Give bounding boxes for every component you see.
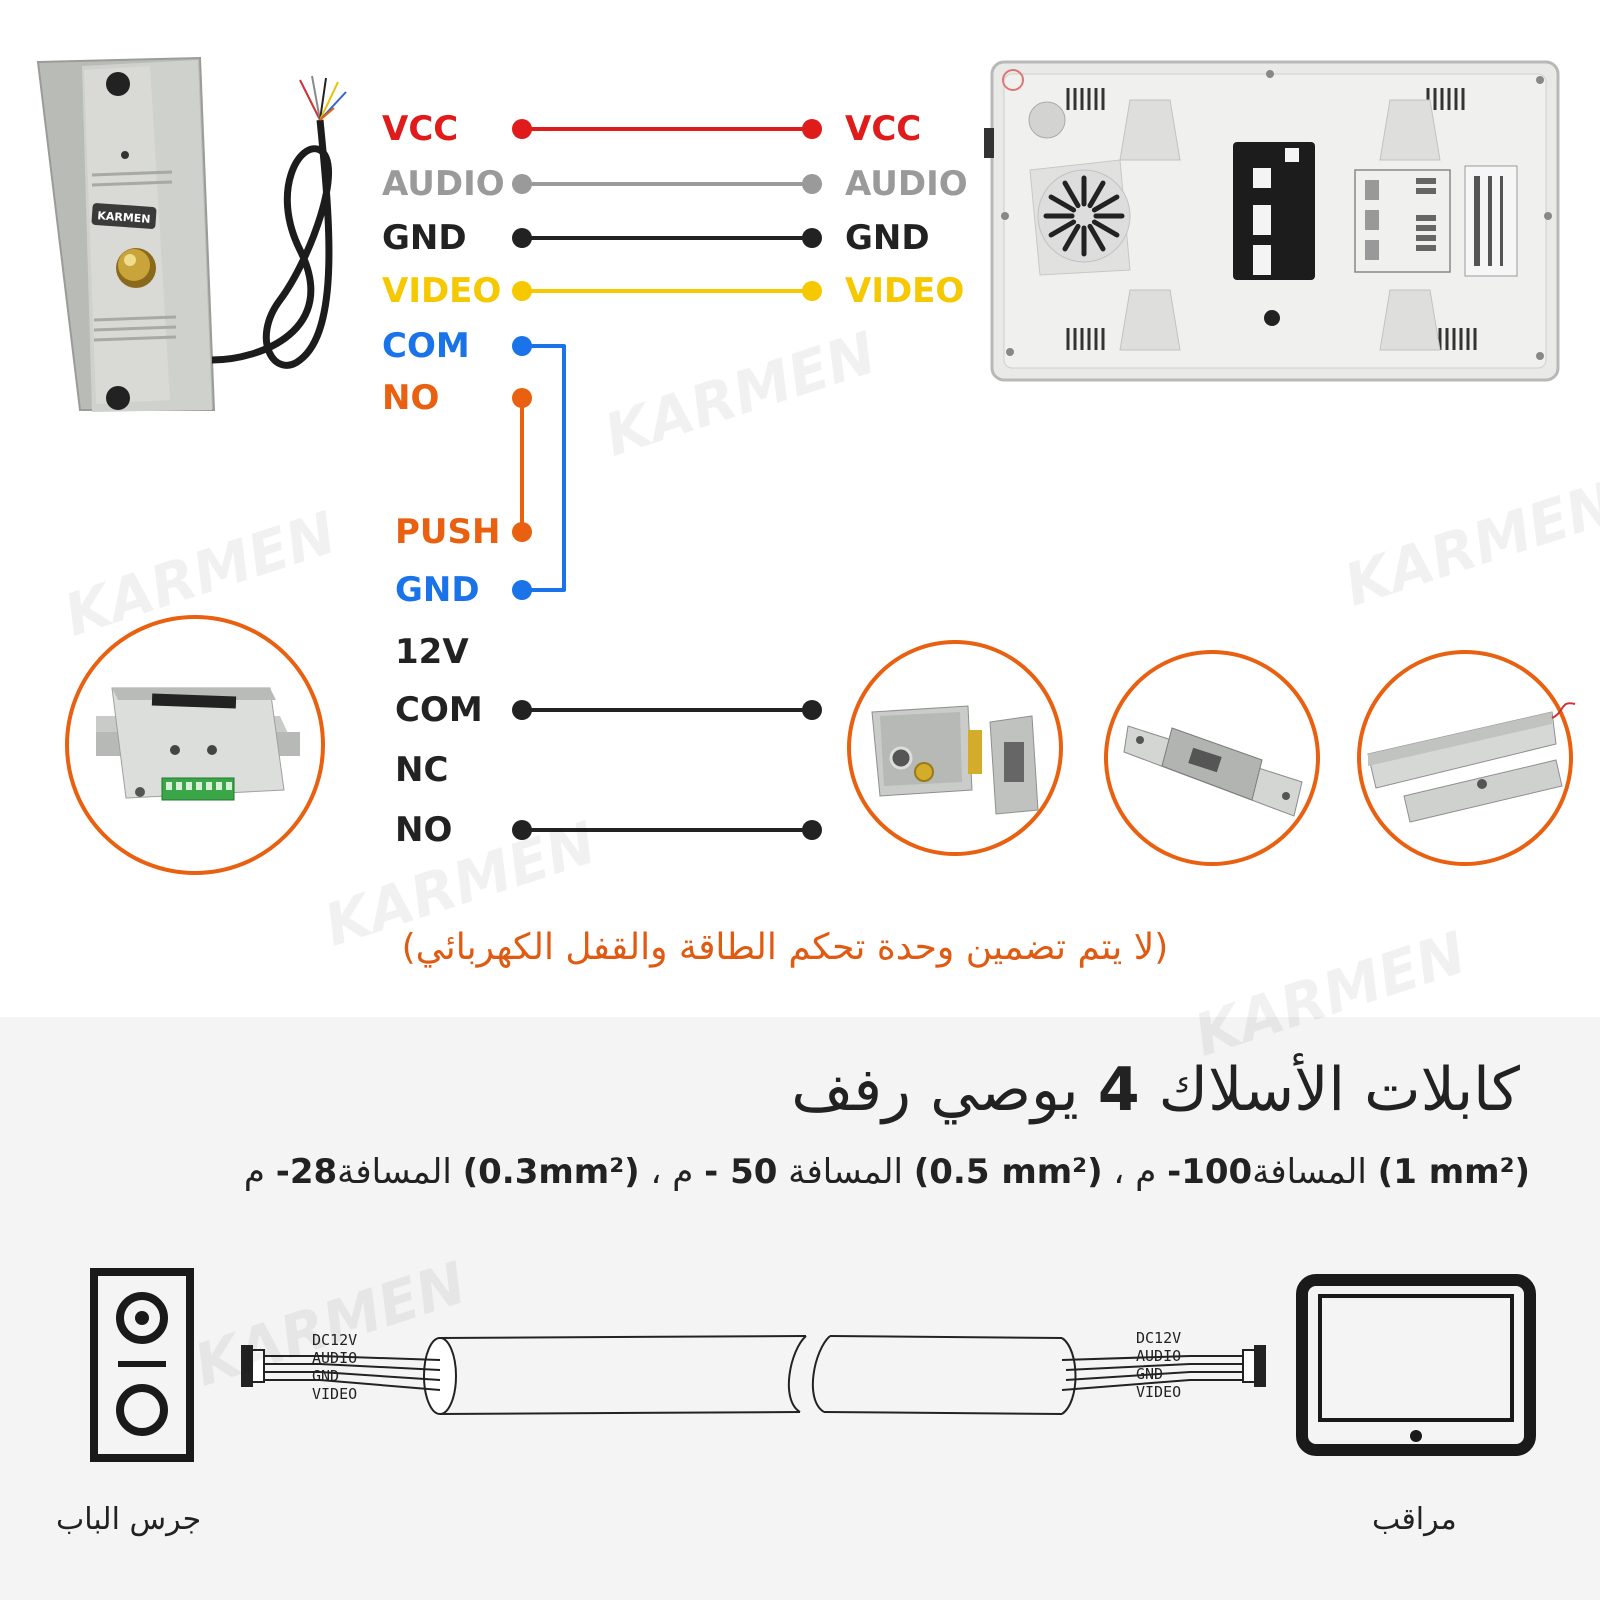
distance-word: المسافة <box>1252 1152 1367 1192</box>
spec-3-length: 28- <box>275 1152 338 1192</box>
separator: ، <box>650 1152 662 1192</box>
monitor-icon <box>1296 1274 1536 1456</box>
door-bell-icon <box>90 1268 194 1462</box>
right-connector-label: AUDIO <box>1136 1347 1182 1365</box>
cable-heading-number: 4 <box>1097 1055 1140 1125</box>
monitor-pin-video: VIDEO <box>845 271 965 311</box>
outdoor-pin-audio: AUDIO <box>382 164 505 204</box>
doorbell-camera-icon: KARMEN <box>36 56 347 412</box>
cable-heading-text: كابلات الأسلاك <box>1158 1055 1520 1125</box>
left-connector-label: AUDIO <box>312 1349 358 1367</box>
doorbell-logo: KARMEN <box>97 209 151 226</box>
monitor-back-icon <box>984 60 1560 382</box>
monitor-caption: مراقب <box>1372 1502 1457 1537</box>
cable-heading: كابلات الأسلاك 4 يوصي رفف <box>791 1050 1520 1130</box>
spec-2-length: 50 - <box>704 1152 778 1192</box>
speaker-slot <box>1062 223 1081 252</box>
distance-word: المسافة <box>788 1152 903 1192</box>
spec-2-unit: م <box>672 1152 694 1192</box>
cable-specs: المسافة28- م (0.3mm²) ، المسافة 50 - م (… <box>244 1150 1530 1194</box>
monitor-pin-audio: AUDIO <box>845 164 968 204</box>
wire-com-gnd <box>522 344 566 592</box>
left-connector-label: DC12V <box>312 1331 358 1349</box>
right-connector-label: VIDEO <box>1136 1383 1182 1401</box>
monitor-pin-gnd: GND <box>845 218 930 258</box>
exit-pin-gnd: GND <box>395 570 480 610</box>
outdoor-pin-video: VIDEO <box>382 271 502 311</box>
cable-diagram <box>241 1335 1266 1415</box>
note-text: (لا يتم تضمين وحدة تحكم الطاقة والقفل ال… <box>401 927 1169 968</box>
power-pin-com: COM <box>395 690 483 730</box>
electric-strike-lock-icon <box>1104 650 1320 866</box>
speaker-slot <box>1087 180 1106 209</box>
spec-3-gauge: (0.3mm²) <box>462 1152 640 1192</box>
speaker-slot <box>1087 223 1106 252</box>
exit-pin-push: PUSH <box>395 512 501 552</box>
spec-1-unit: م <box>1135 1152 1157 1192</box>
spec-1-length: 100- <box>1167 1152 1253 1192</box>
left-connector-label: GND <box>312 1367 340 1385</box>
magnetic-lock-icon <box>1357 650 1576 866</box>
speaker-slot <box>1048 219 1077 238</box>
speaker-slot <box>1062 180 1081 209</box>
right-connector-label: GND <box>1136 1365 1164 1383</box>
cable-heading-suffix: يوصي رفف <box>791 1055 1079 1125</box>
distance-word: المسافة <box>337 1152 452 1192</box>
speaker-slot <box>1048 194 1077 213</box>
spec-1-gauge: (1 mm²) <box>1377 1152 1530 1192</box>
power-pin-nc: NC <box>395 750 449 790</box>
separator: ، <box>1113 1152 1125 1192</box>
spec-2-gauge: (0.5 mm²) <box>913 1152 1103 1192</box>
power-supply-icon <box>65 615 325 875</box>
spec-3-unit: م <box>243 1152 265 1192</box>
monitor-pin-vcc: VCC <box>845 109 922 149</box>
outdoor-pin-com: COM <box>382 326 470 366</box>
speaker-slot <box>1091 194 1120 213</box>
wiring-lines <box>512 119 822 840</box>
left-connector-label: VIDEO <box>312 1385 358 1403</box>
speaker-slot <box>1091 219 1120 238</box>
power-pin-no: NO <box>395 810 453 850</box>
outdoor-pin-vcc: VCC <box>382 109 459 149</box>
power-pin-12v: 12V <box>395 632 469 672</box>
cable-spec-panel <box>0 1017 1600 1600</box>
outdoor-pin-gnd: GND <box>382 218 467 258</box>
right-connector-label: DC12V <box>1136 1329 1182 1347</box>
electric-rim-lock-icon <box>847 640 1063 856</box>
outdoor-pin-no: NO <box>382 378 440 418</box>
door-bell-caption: جرس الباب <box>56 1502 202 1537</box>
